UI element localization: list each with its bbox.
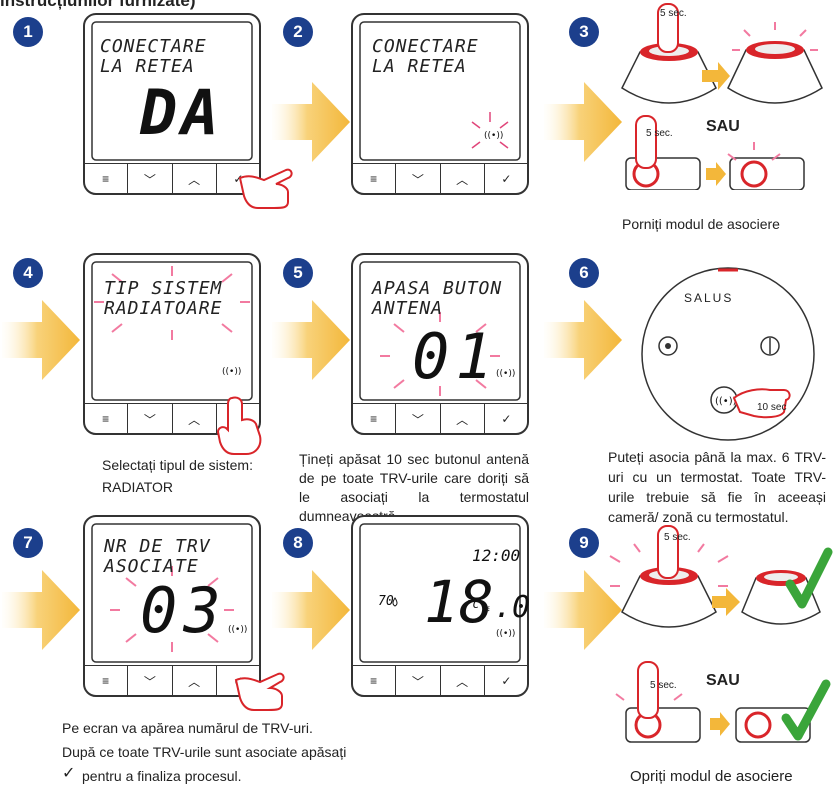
svg-text:((•)): ((•)) [222,367,241,377]
menu-button[interactable]: ≡ [102,172,110,186]
thermostat-step-5: ((•)) APASA BUTON ANTENA 01 ≡ ﹀ ︿ ✓ [350,252,530,436]
thermostat-step-4: ((•)) TIP SISTEM RADIATOARE ≡ ﹀ ︿ ✓ [82,252,262,436]
display-line-2: LA RETEA [372,56,467,77]
step-caption-9: Opriți modul de asociere [630,768,793,785]
down-button[interactable]: ﹀ [395,164,439,194]
arrow-right-icon [2,570,80,650]
menu-button[interactable]: ≡ [370,172,378,186]
menu-button[interactable]: ≡ [102,674,110,688]
menu-button[interactable]: ≡ [102,412,110,426]
step-badge-4: 4 [13,258,43,288]
down-button[interactable]: ﹀ [395,666,439,696]
step-caption-7-line-3: pentru a finaliza procesul. [82,768,242,784]
pressing-hand-icon [238,168,293,209]
display-time: 12:00 [472,546,521,565]
arrow-right-icon [544,300,622,380]
thermostat-step-7: ((•)) NR DE TRV ASOCIATE 03 ≡ ﹀ ︿ ✓ [82,514,262,698]
display-line-2: RADIATOARE [104,298,223,319]
confirm-check-icon: ✓ [62,765,76,782]
down-button[interactable]: ﹀ [395,404,439,434]
arrow-right-icon [272,300,350,380]
step-badge-9: 9 [569,528,599,558]
display-unit: °C [466,598,480,611]
display-big-value: 01 [412,320,499,393]
confirm-button[interactable]: ✓ [483,666,528,696]
up-button[interactable]: ︿ [439,164,484,194]
timer-label: 10 sec [757,402,787,413]
up-button[interactable]: ︿ [171,666,216,696]
down-button[interactable]: ﹀ [127,404,171,434]
step-badge-8: 8 [283,528,313,558]
timer-label: 5 sec. [664,532,691,543]
step-badge-5: 5 [283,258,313,288]
step-caption-7-line-2: După ce toate TRV-urile sunt asociate ap… [62,744,347,760]
step-badge-6: 6 [569,258,599,288]
pressing-hand-icon [234,672,285,711]
step-badge-3: 3 [569,17,599,47]
timer-label: 5 sec. [650,680,677,691]
up-button[interactable]: ︿ [439,666,484,696]
gateway-devices-illustration [621,3,823,190]
down-button[interactable]: ﹀ [127,666,171,696]
svg-text:((•)): ((•)) [496,369,515,379]
pressing-hand-icon [216,396,262,455]
step-badge-7: 7 [13,528,43,558]
display-big-value: 03 [140,574,227,647]
timer-label: 5 sec. [660,8,687,19]
trv-device-illustration: ((•)) [641,267,815,441]
step-badge-2: 2 [283,17,313,47]
display-line-2: ASOCIATE [104,556,199,577]
timer-label: 5 sec. [646,128,673,139]
display-humidity: 70 [378,594,394,609]
step-caption-4-line-2: RADIATOR [102,479,174,495]
display-big-value: DA [140,76,223,149]
display-line-1: APASA BUTON [372,278,503,299]
svg-text:((•)): ((•)) [228,625,247,635]
arrow-right-icon [544,82,622,162]
display-line-1: TIP SISTEM [104,278,223,299]
step-caption-4-line-1: Selectați tipul de sistem: [102,457,253,473]
display-line-2: ANTENA [372,298,444,319]
brand-logo: SALUS [684,291,734,305]
up-button[interactable]: ︿ [439,404,484,434]
gateway-devices-illustration [609,525,833,743]
thermostat-step-2: ((•)) CONECTARE LA RETEA ≡ ﹀ ︿ ✓ [350,12,530,196]
display-line-1: CONECTARE [100,36,207,57]
svg-text:((•)): ((•)) [715,396,737,407]
display-line-2: LA RETEA [100,56,195,77]
confirm-button[interactable]: ✓ [215,164,260,194]
up-button[interactable]: ︿ [171,404,216,434]
display-temperature-decimal: .0 [494,590,531,625]
thermostat-step-1: CONECTARE LA RETEA DA ≡ ﹀ ︿ ✓ [82,12,262,196]
step-caption-3: Porniți modul de asociere [622,216,780,232]
display-line-1: CONECTARE [372,36,479,57]
arrow-right-icon [2,300,80,380]
svg-text:((•)): ((•)) [496,629,515,639]
confirm-button[interactable]: ✓ [483,164,528,194]
svg-text:((•)): ((•)) [484,131,503,141]
up-button[interactable]: ︿ [171,164,216,194]
down-button[interactable]: ﹀ [127,164,171,194]
menu-button[interactable]: ≡ [370,412,378,426]
arrow-right-icon [272,82,350,162]
svg-text:≋: ≋ [482,604,490,615]
arrow-right-icon [544,570,622,650]
display-line-1: NR DE TRV [104,536,211,557]
page-heading: instrucțiunilor furnizate) [0,0,196,10]
thermostat-step-8: ≋ ((•)) 12:00 70 18 .0 °C ≡ ﹀ ︿ ✓ [350,514,530,698]
arrow-right-icon [272,570,350,650]
step-caption-6: Puteți asocia până la max. 6 TRV-uri cu … [608,449,826,525]
step-caption-5: Țineți apăsat 10 sec butonul antenă de p… [299,451,529,524]
step-badge-1: 1 [13,17,43,47]
or-label: SAU [706,118,740,135]
menu-button[interactable]: ≡ [370,674,378,688]
step-caption-7-line-1: Pe ecran va apărea numărul de TRV-uri. [62,720,313,736]
display-temperature: 18 [424,568,494,636]
confirm-button[interactable]: ✓ [483,404,528,434]
or-label: SAU [706,672,740,689]
